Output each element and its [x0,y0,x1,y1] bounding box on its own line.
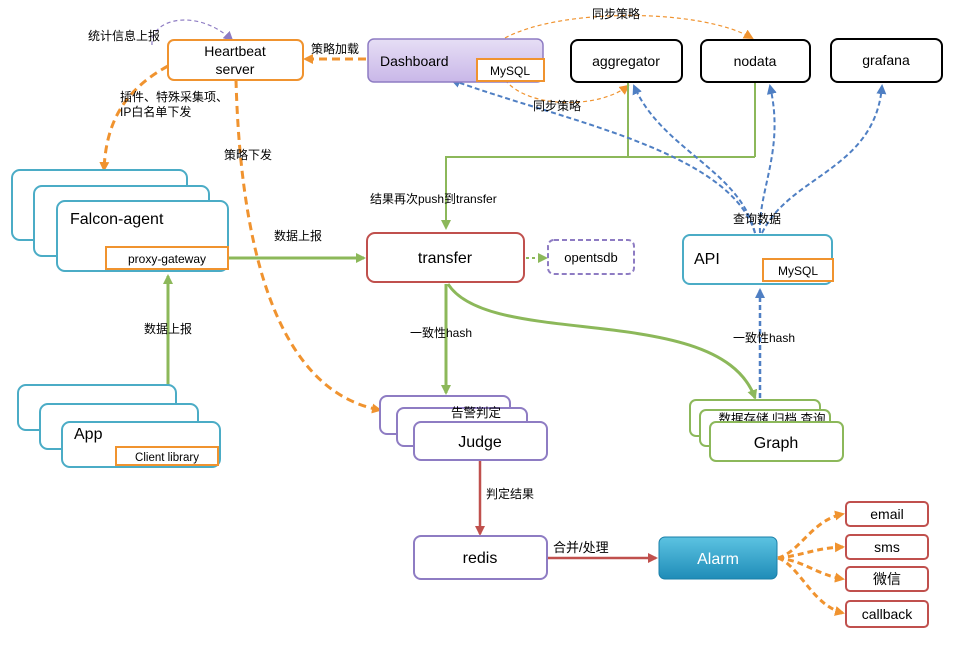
node-alarm[interactable]: Alarm [658,536,778,580]
edge-alarm-weixin [777,556,845,583]
channel-sms[interactable]: sms [845,534,929,560]
edge-strategy-push [234,79,382,414]
label-strategy-push: 策略下发 [224,147,272,162]
node-api[interactable]: API MySQL [682,234,834,285]
falcon-agent-label: Falcon-agent [70,211,164,228]
alarm-label: Alarm [697,551,739,568]
label-strategy-load: 策略加载 [311,41,359,56]
label-data-report-agent: 数据上报 [274,228,322,243]
graph-label: Graph [754,435,798,452]
edge-labels: 统计信息上报 插件、特殊采集项、 IP白名单下发 策略加载 同步策略 同步策略 … [88,6,795,555]
judge-label: Judge [458,434,502,451]
node-app[interactable]: App Client library [17,384,221,468]
label-hash-graph: 一致性hash [733,331,795,345]
weixin-label: 微信 [873,571,901,587]
judge-back-label: 告警判定 [451,405,501,420]
node-grafana[interactable]: grafana [830,38,943,83]
app-label: App [74,426,103,443]
transfer-label: transfer [418,250,473,267]
opentsdb-label: opentsdb [564,250,618,265]
grafana-label: grafana [862,52,910,68]
edge-alarm-callback [777,556,845,616]
channel-callback[interactable]: callback [845,600,929,628]
edge-transfer-graph [446,283,757,400]
label-repush: 结果再次push到transfer [370,192,497,206]
node-falcon-agent[interactable]: Falcon-agent proxy-gateway [11,169,229,272]
node-dashboard[interactable]: Dashboard MySQL [367,38,545,83]
edge-alarm-email [777,510,845,560]
api-db-label: MySQL [778,264,818,278]
edge-api-grafana [761,84,887,234]
channel-weixin[interactable]: 微信 [845,566,929,592]
nodes: Heartbeat server Dashboard MySQL aggrega… [11,38,943,628]
channel-email[interactable]: email [845,501,929,527]
edge-sync-mid [504,79,630,104]
dashboard-label: Dashboard [380,53,449,69]
api-label: API [694,251,720,268]
edge-api-dashboard [450,78,756,234]
dashboard-db-label: MySQL [490,64,530,78]
node-judge[interactable]: 告警判定 Judge [379,395,548,461]
node-aggregator[interactable]: aggregator [570,39,683,83]
callback-label: callback [862,606,914,622]
edges [99,14,887,616]
edge-alarm-sms [777,542,845,560]
label-data-report-app: 数据上报 [144,321,192,336]
node-redis[interactable]: redis [413,535,548,580]
label-merge-process: 合并/处理 [553,540,609,555]
email-label: email [870,506,903,522]
proxy-gateway-label: proxy-gateway [128,252,206,266]
sms-label: sms [874,539,900,555]
node-opentsdb[interactable]: opentsdb [547,239,635,275]
redis-label: redis [463,550,498,567]
label-hash-judge: 一致性hash [410,326,472,340]
node-nodata[interactable]: nodata [700,39,811,83]
node-transfer[interactable]: transfer [366,232,525,283]
client-library-label: Client library [135,452,199,464]
label-sync-mid: 同步策略 [533,98,581,113]
heartbeat-label-2: server [216,61,255,77]
edge-sync-top [504,14,754,39]
label-judge-result: 判定结果 [486,486,534,501]
aggregator-label: aggregator [592,53,660,69]
edge-api-aggregator [632,84,756,234]
edge-api-nodata [758,84,777,234]
label-plugins-1: 插件、特殊采集项、 [120,89,228,104]
node-heartbeat-server[interactable]: Heartbeat server [167,39,304,81]
label-stats-report: 统计信息上报 [88,28,160,43]
edge-stats-report [151,19,234,46]
heartbeat-label-1: Heartbeat [204,43,266,59]
label-plugins-2: IP白名单下发 [120,104,191,119]
label-sync-top: 同步策略 [592,6,640,21]
node-graph[interactable]: 数据存储 归档 查询 Graph [689,399,844,462]
nodata-label: nodata [734,53,777,69]
label-query-data: 查询数据 [733,211,781,226]
edge-plugins-push [99,64,169,172]
edge-repush [441,156,755,230]
